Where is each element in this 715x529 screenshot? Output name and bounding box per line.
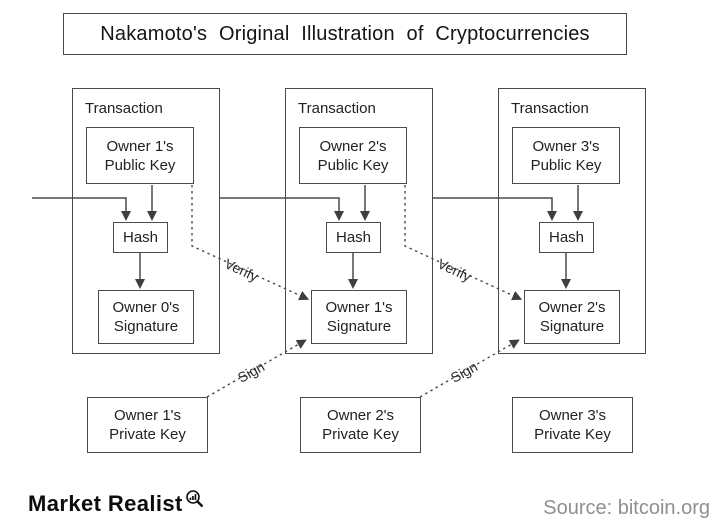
hash-box-3: Hash	[539, 222, 594, 253]
private-key-box-1: Owner 1's Private Key	[87, 397, 208, 453]
signature-box-3: Owner 2's Signature	[524, 290, 620, 344]
brand-logo: Market Realist	[28, 490, 205, 517]
public-key-line2: Public Key	[530, 156, 602, 174]
private-key-line2: Private Key	[109, 426, 186, 443]
source-attribution: Source: bitcoin.org	[543, 497, 710, 519]
signature-box-2: Owner 1's Signature	[311, 290, 407, 344]
verify-arrow-2	[404, 185, 523, 301]
private-key-box-3: Owner 3's Private Key	[512, 397, 633, 453]
transaction-box-3: Transaction Owner 3's Public Key Hash Ow…	[498, 88, 646, 354]
private-key-line1: Owner 1's	[113, 407, 182, 424]
private-key-box-2: Owner 2's Private Key	[300, 397, 421, 453]
chart-title: Nakamoto's Original Illustration of Cryp…	[100, 22, 590, 45]
private-key-line1: Owner 3's	[538, 407, 607, 424]
public-key-line2: Public Key	[317, 156, 389, 174]
signature-line1: Owner 1's	[325, 299, 393, 316]
brand-text: Market Realist	[28, 491, 183, 516]
private-key-line2: Private Key	[322, 426, 399, 443]
magnifier-chart-icon	[185, 490, 204, 508]
public-key-line2: Public Key	[104, 156, 176, 174]
chain-arrow-tx3	[433, 197, 557, 221]
hash-box-1: Hash	[113, 222, 168, 253]
private-key-line2: Private Key	[534, 426, 611, 443]
signature-line2: Signature	[326, 318, 392, 335]
verify-arrow-1	[191, 185, 310, 301]
public-key-box-2: Owner 2's Public Key	[299, 127, 407, 184]
public-key-box-1: Owner 1's Public Key	[86, 127, 194, 184]
transaction-box-2: Transaction Owner 2's Public Key Hash Ow…	[285, 88, 433, 354]
public-key-line1: Owner 1's	[106, 137, 174, 155]
transaction-box-1: Transaction Owner 1's Public Key Hash Ow…	[72, 88, 220, 354]
hash-label: Hash	[335, 229, 372, 246]
signature-box-1: Owner 0's Signature	[98, 290, 194, 344]
public-key-box-3: Owner 3's Public Key	[512, 127, 620, 184]
chain-arrow-tx2	[220, 197, 344, 221]
signature-line2: Signature	[539, 318, 605, 335]
public-key-line1: Owner 2's	[319, 137, 387, 155]
signature-line1: Owner 2's	[538, 299, 606, 316]
transaction-label: Transaction	[511, 100, 589, 117]
hash-box-2: Hash	[326, 222, 381, 253]
private-key-line1: Owner 2's	[326, 407, 395, 424]
chart-title-box: Nakamoto's Original Illustration of Cryp…	[63, 13, 627, 55]
signature-line2: Signature	[113, 318, 179, 335]
transaction-label: Transaction	[298, 100, 376, 117]
hash-label: Hash	[122, 229, 159, 246]
transaction-label: Transaction	[85, 100, 163, 117]
public-key-line1: Owner 3's	[532, 137, 600, 155]
hash-label: Hash	[548, 229, 585, 246]
signature-line1: Owner 0's	[112, 299, 180, 316]
chain-arrow-tx1	[32, 197, 131, 221]
